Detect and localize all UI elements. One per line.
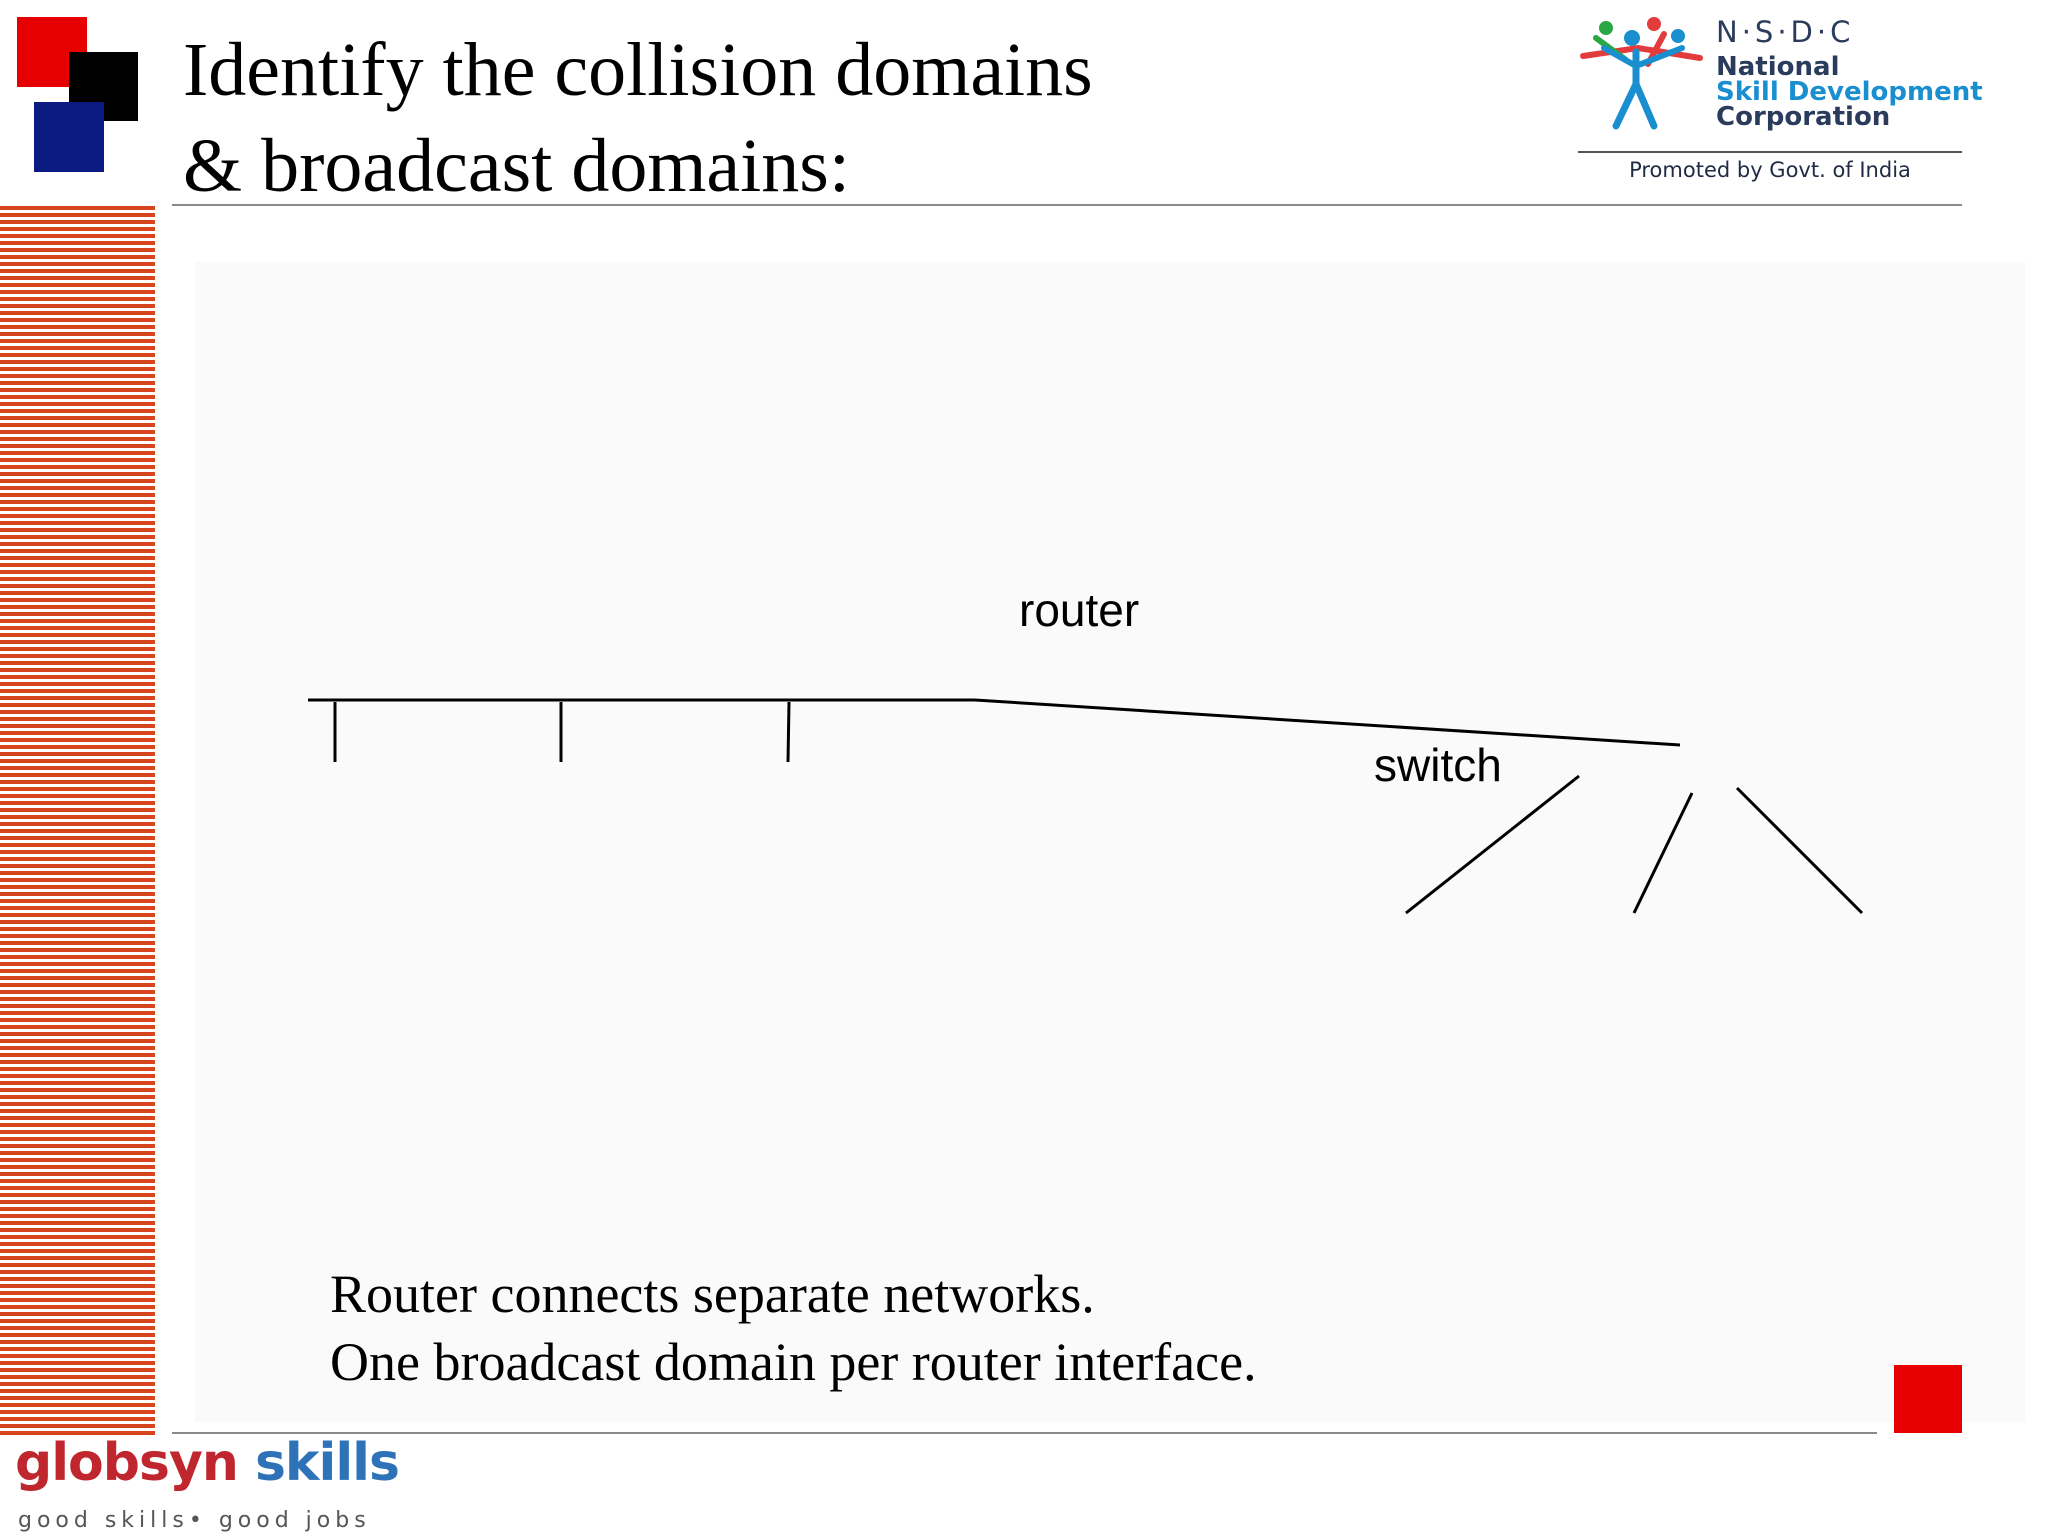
slide-background	[195, 262, 2025, 1422]
globsyn-tagline: good skills• good jobs	[18, 1508, 371, 1533]
nsdc-logo: N·S·D·C National Skill Development Corpo…	[1578, 10, 1983, 190]
nsdc-name-line-1: National	[1716, 52, 1840, 82]
nsdc-divider	[1578, 151, 1962, 153]
globsyn-word: globsyn	[15, 1433, 239, 1493]
caption-line-2: One broadcast domain per router interfac…	[330, 1332, 1257, 1392]
decor-red-square-bottom	[1894, 1365, 1962, 1433]
skills-word: skills	[254, 1433, 400, 1493]
slide-title-line-1: Identify the collision domains	[183, 28, 1093, 112]
globsyn-logo: globsyn skills	[15, 1433, 400, 1493]
switch-host-link-1	[1405, 774, 1580, 915]
nsdc-acronym: N·S·D·C	[1716, 15, 1855, 49]
footer-divider	[172, 1432, 1877, 1434]
slide-title-line-2: & broadcast domains:	[183, 124, 850, 208]
decor-striped-sidebar	[0, 206, 155, 1438]
bus-host-drop-3	[786, 701, 791, 763]
router-label: router	[1019, 584, 1140, 636]
decor-blue-square	[34, 102, 104, 172]
nsdc-name-line-3: Corporation	[1716, 102, 1891, 132]
switch-host-link-3	[1735, 786, 1864, 915]
switch-label: switch	[1374, 739, 1502, 791]
nsdc-name-line-2: Skill Development	[1716, 77, 1983, 107]
router-to-switch-link	[974, 698, 1681, 747]
switch-host-link-2	[1632, 792, 1694, 914]
caption-line-1: Router connects separate networks.	[330, 1264, 1095, 1324]
slide-caption: Router connects separate networks. One b…	[330, 1260, 1257, 1396]
header-divider	[172, 204, 1962, 206]
nsdc-people-icon	[1580, 17, 1703, 130]
slide-title: Identify the collision domains & broadca…	[183, 22, 1093, 214]
nsdc-tagline: Promoted by Govt. of India	[1629, 158, 1911, 182]
